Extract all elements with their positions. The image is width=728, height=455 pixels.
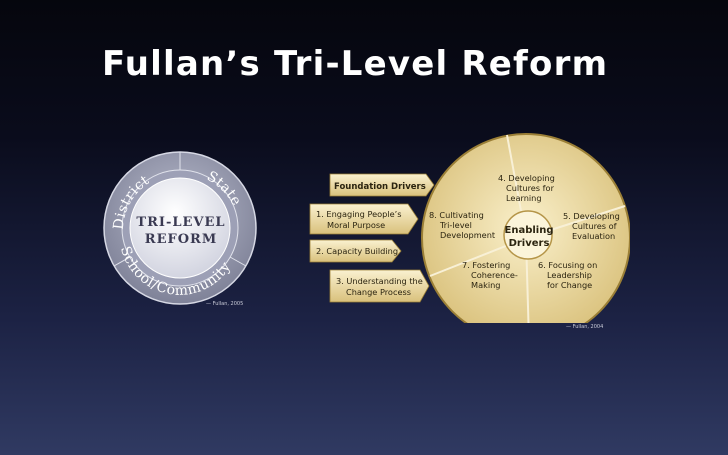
foundation-driver-2-arrow — [309, 239, 402, 263]
enabling-title-line-1: Enabling — [505, 225, 554, 236]
foundation-drivers-arrow — [329, 173, 435, 197]
foundation-driver-3: 3. Understanding the Change Process — [336, 276, 425, 297]
enabling-center — [503, 210, 553, 260]
tri-level-diagram: District State School/Community TRI-LEVE… — [103, 151, 257, 305]
foundation-driver-3-arrow — [329, 269, 430, 303]
enabling-title-line-2: Drivers — [509, 238, 550, 249]
enabling-driver-4: 4. Developing Cultures for Learning — [498, 173, 557, 203]
foundation-driver-2: 2. Capacity Building — [316, 246, 398, 256]
slide-title: Fullan’s Tri-Level Reform — [102, 44, 609, 84]
foundation-title: Foundation Drivers — [334, 182, 426, 192]
center-label-line-2: REFORM — [145, 232, 217, 247]
center-label-line-1: TRI-LEVEL — [136, 215, 225, 230]
ring-divider — [229, 256, 247, 267]
drivers-diagram: Enabling Drivers 4. Developing Cultures … — [309, 133, 630, 323]
enabling-driver-6: 6. Focusing on Leadership for Change — [538, 260, 600, 290]
enabling-driver-5: 5. Developing Cultures of Evaluation — [563, 211, 622, 241]
tri-level-citation: — Fullan, 2005 — [206, 301, 244, 307]
foundation-driver-1: 1. Engaging People’s Moral Purpose — [316, 209, 404, 230]
enabling-driver-7: 7. Fostering Coherence- Making — [462, 260, 520, 290]
center-disc — [129, 177, 231, 279]
enabling-driver-8: 8. Cultivating Tri-level Development — [429, 210, 496, 240]
drivers-citation: — Fullan, 2004 — [566, 324, 604, 330]
foundation-driver-1-arrow — [309, 203, 419, 235]
ring-divider — [113, 256, 131, 267]
